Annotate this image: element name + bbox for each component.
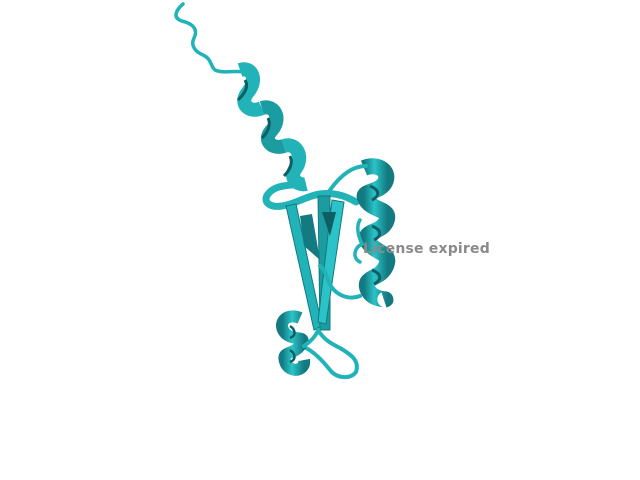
- license-watermark: License expired: [363, 241, 490, 257]
- alpha-helix-1: [236, 62, 308, 192]
- loop-small-helix: [302, 328, 320, 348]
- alpha-helix-3: [276, 310, 311, 376]
- loop-bottom: [304, 328, 359, 379]
- loop-helix-exit: [318, 264, 362, 300]
- loop-left-inner: [353, 218, 365, 264]
- loop-top: [262, 180, 360, 210]
- alpha-helix-2: [356, 158, 396, 308]
- loop-right: [328, 164, 368, 192]
- n-terminal-coil: [174, 2, 246, 74]
- beta-sheet: [285, 195, 345, 331]
